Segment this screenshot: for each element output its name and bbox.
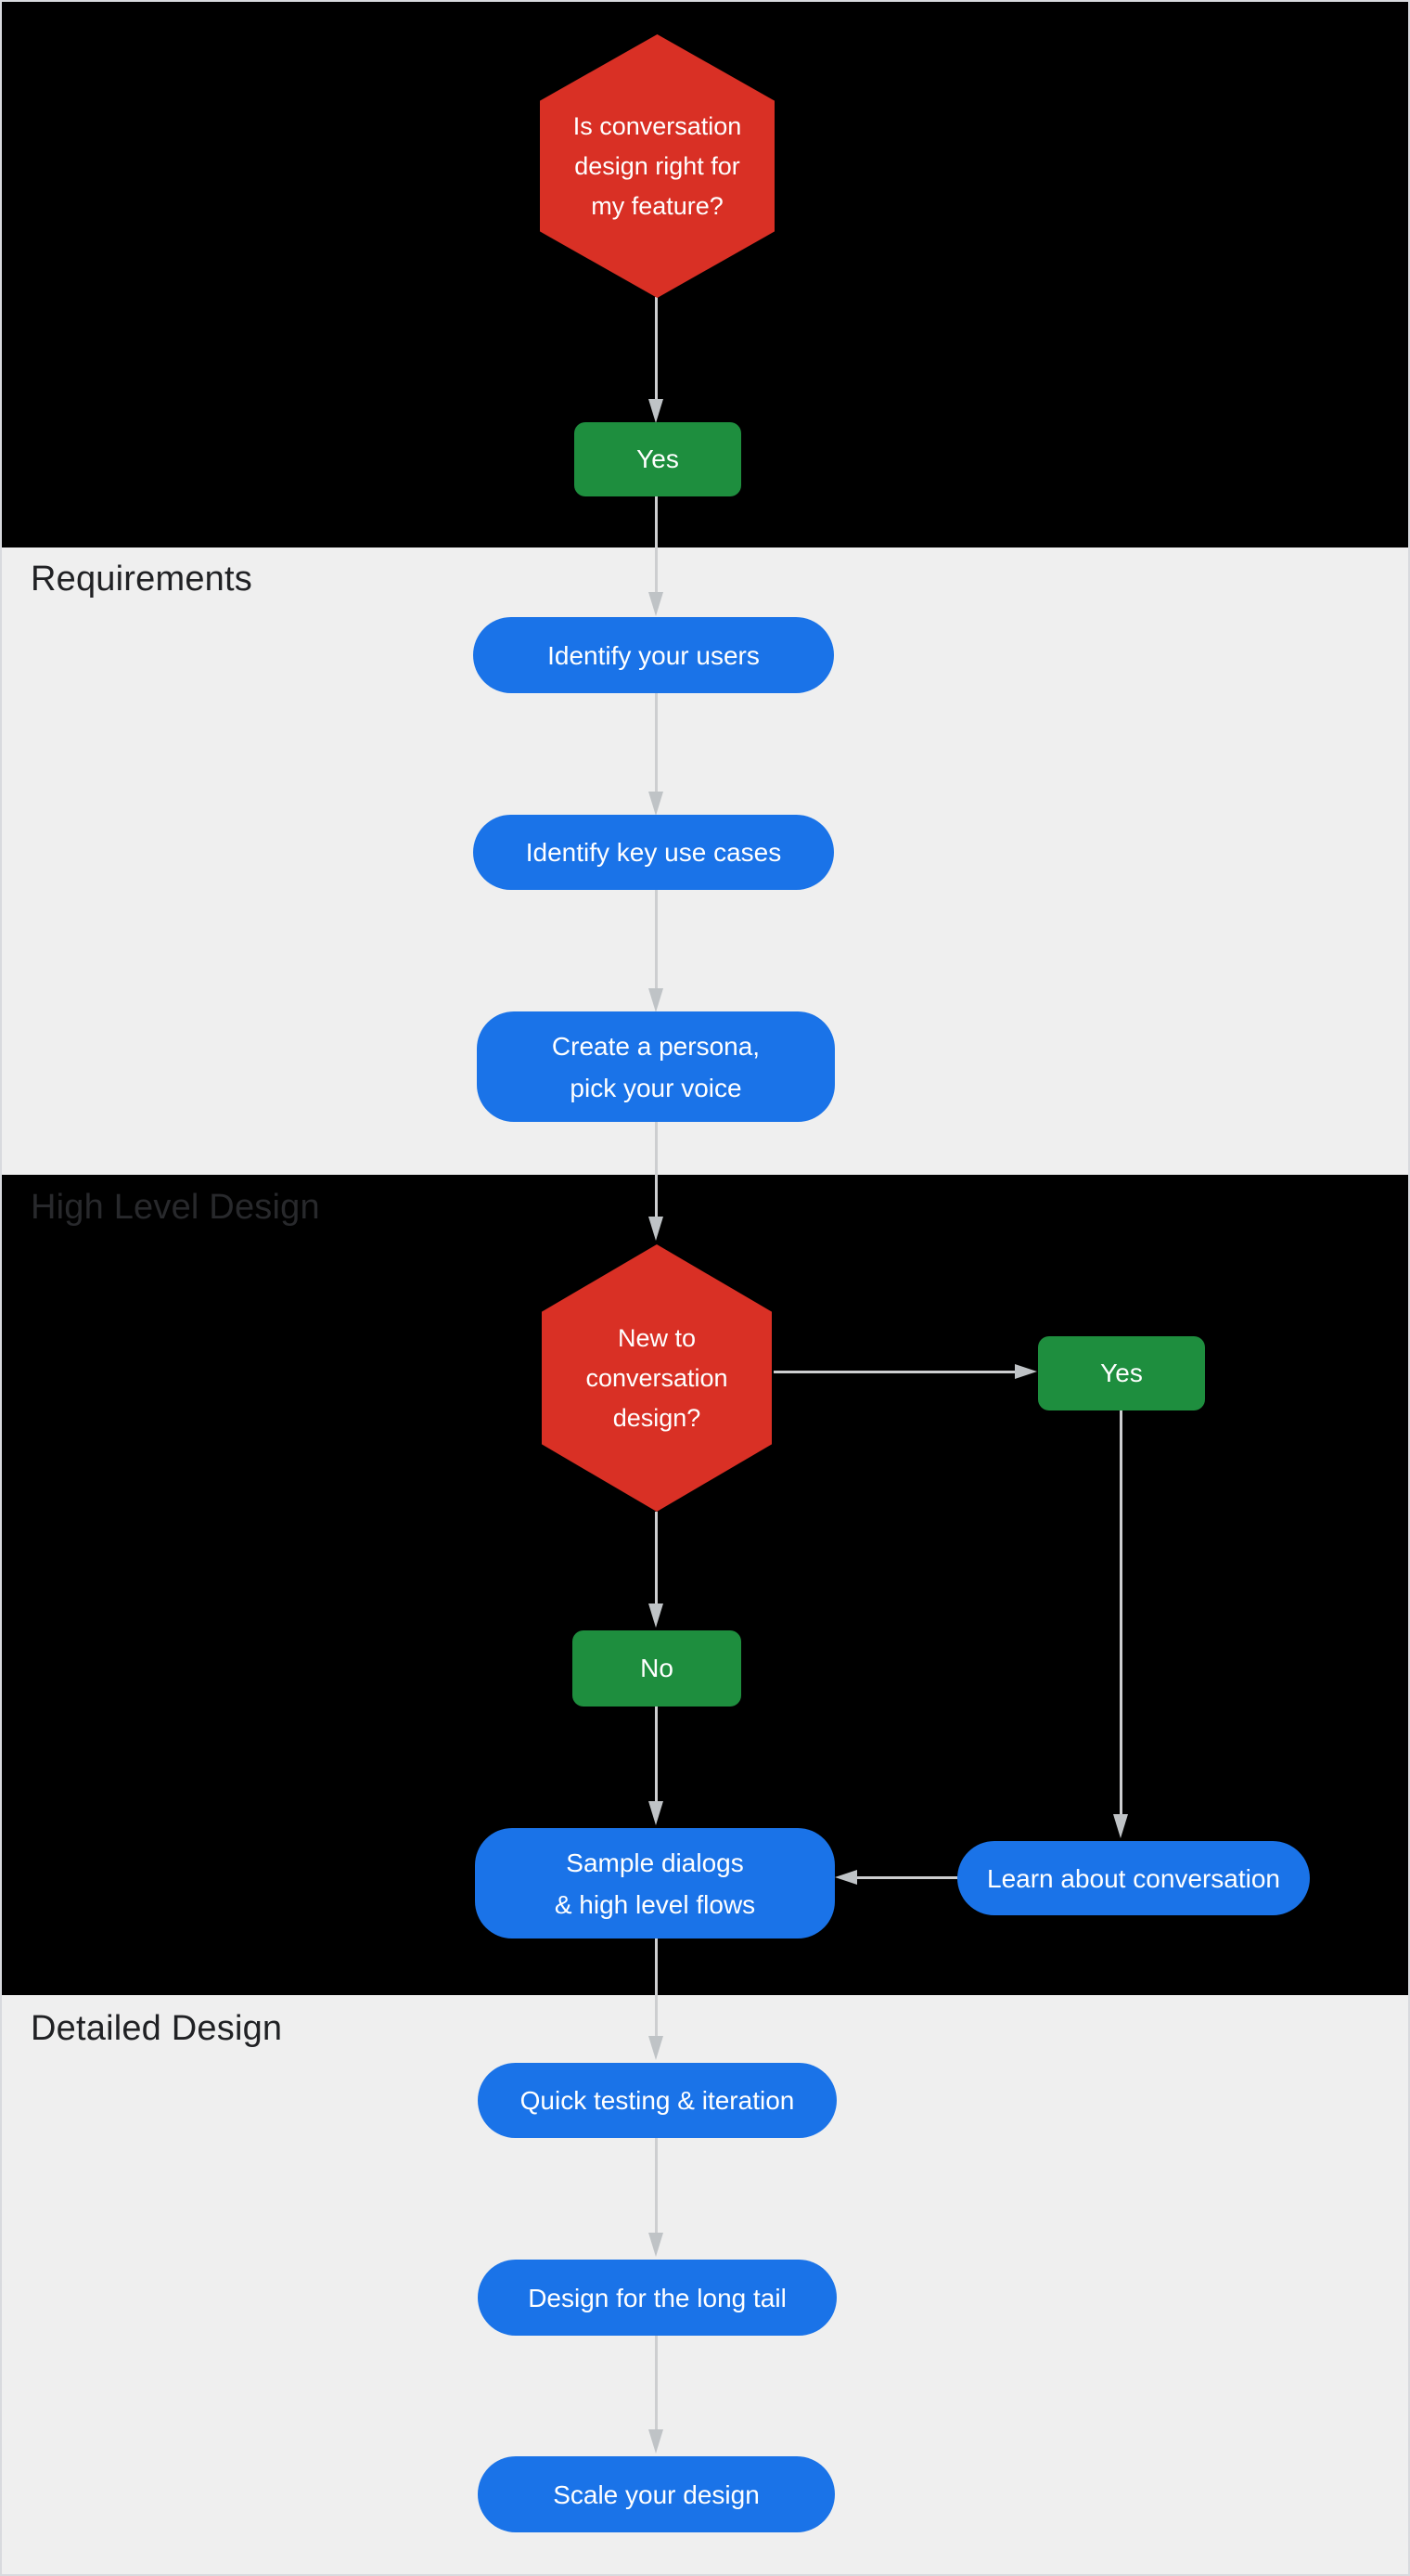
answer-yes-right-button[interactable]: Yes bbox=[1038, 1336, 1205, 1410]
edge-persona-to-q2 bbox=[655, 1122, 658, 1218]
arrowhead-down-icon bbox=[648, 2036, 663, 2060]
step-create-persona-button[interactable]: Create a persona, pick your voice bbox=[477, 1011, 835, 1122]
edge-long-tail-to-scale bbox=[655, 2336, 658, 2431]
edge-learn-to-sample-dialogs bbox=[857, 1876, 957, 1879]
step-quick-testing-button[interactable]: Quick testing & iteration bbox=[478, 2063, 837, 2138]
arrowhead-left-icon bbox=[835, 1870, 857, 1885]
node-label: Yes bbox=[1100, 1359, 1143, 1387]
node-label-line: design right for bbox=[574, 151, 740, 180]
node-label-line: pick your voice bbox=[570, 1073, 742, 1102]
step-learn-conversation-button[interactable]: Learn about conversation bbox=[957, 1841, 1310, 1915]
section-label-requirements: Requirements bbox=[31, 560, 252, 599]
arrowhead-down-icon bbox=[648, 2429, 663, 2454]
edge-quick-testing-to-long-tail bbox=[655, 2138, 658, 2235]
arrowhead-down-icon bbox=[648, 2233, 663, 2257]
step-sample-dialogs-button[interactable]: Sample dialogs & high level flows bbox=[475, 1828, 835, 1938]
answer-yes-top-button[interactable]: Yes bbox=[574, 422, 741, 496]
arrowhead-down-icon bbox=[1113, 1814, 1128, 1838]
step-identify-users-button[interactable]: Identify your users bbox=[473, 617, 834, 693]
step-identify-use-cases-button[interactable]: Identify key use cases bbox=[473, 815, 834, 890]
edge-yes-right-to-learn bbox=[1120, 1410, 1122, 1816]
node-label: Yes bbox=[636, 444, 679, 473]
node-label-line: design? bbox=[612, 1403, 701, 1432]
arrowhead-right-icon bbox=[1015, 1364, 1037, 1379]
arrowhead-down-icon bbox=[648, 1604, 663, 1628]
edge-q2-to-no bbox=[655, 1512, 658, 1605]
edge-users-to-use-cases bbox=[655, 693, 658, 793]
arrowhead-down-icon bbox=[648, 1801, 663, 1825]
node-label: Quick testing & iteration bbox=[519, 2086, 795, 2115]
node-label: Design for the long tail bbox=[528, 2283, 787, 2312]
arrowhead-down-icon bbox=[648, 399, 663, 423]
edge-q2-to-yes-right bbox=[774, 1371, 1017, 1373]
edge-no-to-sample-dialogs bbox=[655, 1707, 658, 1803]
node-label-line: & high level flows bbox=[554, 1889, 756, 1919]
step-long-tail-button[interactable]: Design for the long tail bbox=[478, 2260, 837, 2336]
arrowhead-down-icon bbox=[648, 792, 663, 816]
answer-no-button[interactable]: No bbox=[572, 1630, 741, 1707]
node-label-line: Is conversation bbox=[572, 111, 742, 140]
node-label-line: Sample dialogs bbox=[566, 1848, 744, 1877]
edge-sample-to-quick-testing bbox=[655, 1938, 658, 2038]
node-label: Identify your users bbox=[547, 640, 760, 670]
node-label: Scale your design bbox=[553, 2479, 760, 2509]
arrowhead-down-icon bbox=[648, 1217, 663, 1241]
node-label: Identify key use cases bbox=[525, 838, 782, 867]
node-label-line: my feature? bbox=[591, 191, 724, 220]
step-scale-design-button[interactable]: Scale your design bbox=[478, 2456, 835, 2532]
arrowhead-down-icon bbox=[648, 988, 663, 1012]
edge-yes-to-identify-users bbox=[655, 496, 658, 593]
section-label-detailed-design: Detailed Design bbox=[31, 2009, 283, 2048]
node-label: Learn about conversation bbox=[987, 1863, 1280, 1893]
edge-use-cases-to-persona bbox=[655, 890, 658, 990]
node-label-line: conversation bbox=[585, 1363, 728, 1392]
section-label-high-level-design: High Level Design bbox=[31, 1188, 320, 1227]
node-label-line: Create a persona, bbox=[551, 1031, 761, 1061]
node-label-line: New to bbox=[617, 1323, 697, 1352]
arrowhead-down-icon bbox=[648, 592, 663, 616]
node-label: No bbox=[640, 1654, 673, 1682]
edge-q1-to-yes bbox=[655, 297, 658, 401]
